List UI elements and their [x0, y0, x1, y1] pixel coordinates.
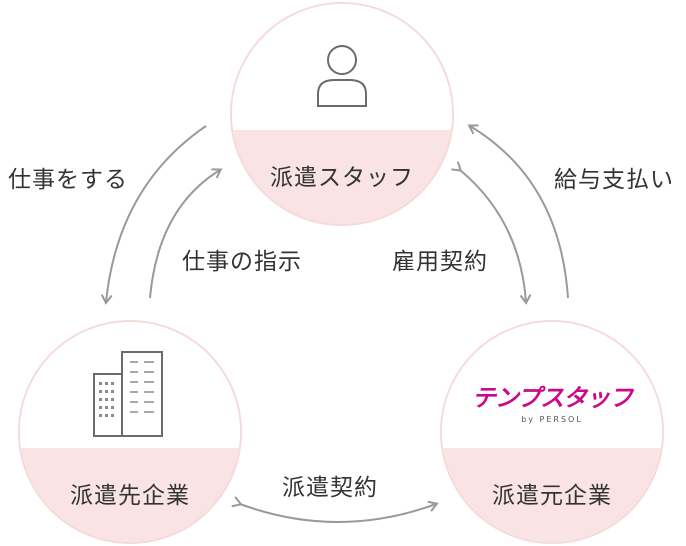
node-client-top: [20, 322, 240, 452]
relation-dispatch-contract-label: 派遣契約: [282, 475, 378, 501]
node-staff-top: [232, 4, 452, 134]
node-agency: テンプスタッフ by PERSOL 派遣元企業: [440, 320, 664, 544]
arrow-dispatch-contract: [231, 496, 439, 523]
logo-subtext: by PERSOL: [521, 415, 583, 424]
person-icon: [317, 45, 367, 107]
node-staff-label: 派遣スタッフ: [270, 165, 414, 191]
node-client-label: 派遣先企業: [70, 483, 190, 509]
node-client: 派遣先企業: [18, 320, 242, 544]
arrow-payment: [467, 124, 569, 299]
node-agency-top: テンプスタッフ by PERSOL: [442, 322, 662, 452]
node-agency-bottom: 派遣元企業: [442, 448, 662, 542]
node-agency-label: 派遣元企業: [492, 483, 612, 509]
arrow-employment: [451, 161, 532, 305]
relation-employment-label: 雇用契約: [392, 249, 488, 275]
relation-payment-label: 給与支払い: [554, 167, 674, 193]
arrow-work: [100, 125, 207, 305]
tempstaff-logo: テンプスタッフ by PERSOL: [442, 378, 662, 424]
logo-text: テンプスタッフ: [471, 384, 633, 412]
relation-work-label: 仕事をする: [8, 167, 128, 193]
node-client-bottom: 派遣先企業: [20, 448, 240, 542]
building-icon: [93, 351, 163, 437]
node-staff-bottom: 派遣スタッフ: [232, 130, 452, 224]
arrow-instruction: [149, 168, 223, 299]
relation-instruction-label: 仕事の指示: [182, 249, 302, 275]
node-staff: 派遣スタッフ: [230, 2, 454, 226]
